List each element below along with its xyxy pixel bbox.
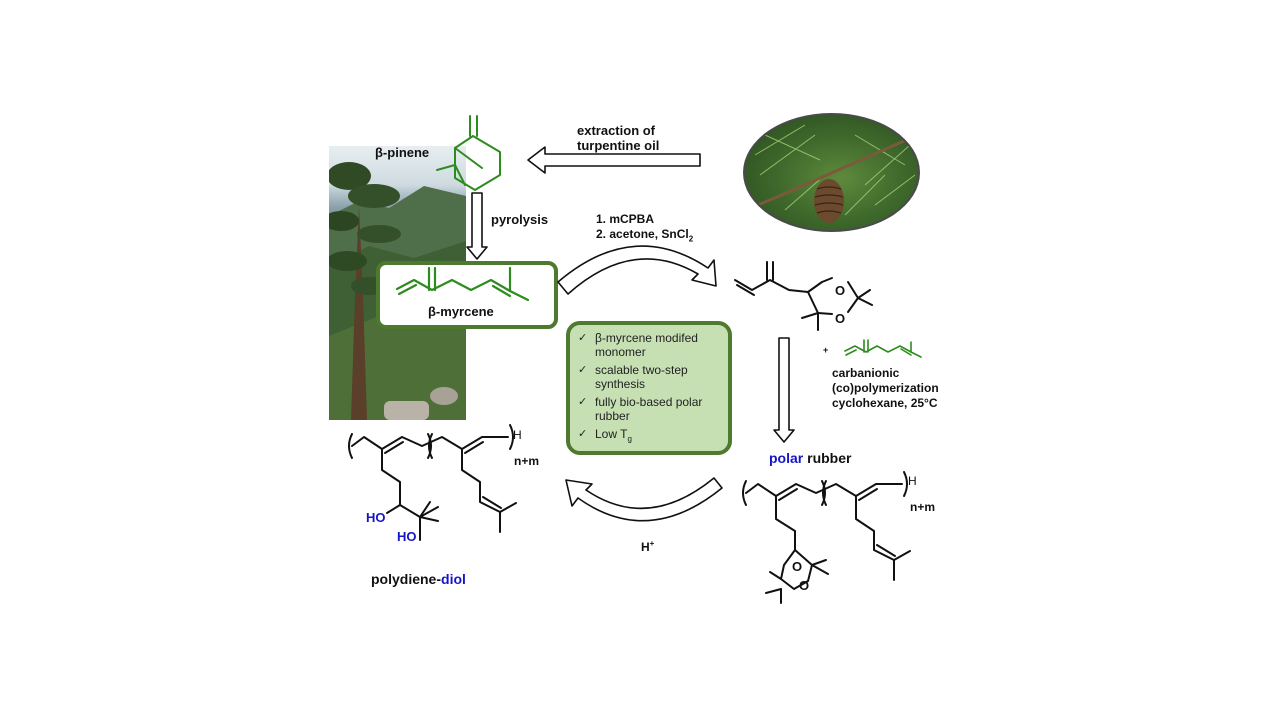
feature-item: ✓scalable two-step synthesis xyxy=(578,363,688,391)
chain-end-label: H xyxy=(513,428,522,442)
extraction-label-line1: extraction of xyxy=(577,123,656,138)
check-icon: ✓ xyxy=(578,332,588,344)
myrcene-comonomer-structure xyxy=(844,339,922,358)
check-icon: ✓ xyxy=(578,364,588,376)
features-box: ✓β-myrcene modifed monomer ✓scalable two… xyxy=(566,321,732,455)
beta-myrcene-structure xyxy=(395,266,530,302)
feature-item: ✓fully bio-based polar rubber xyxy=(578,395,703,423)
repeat-index-label: n+m xyxy=(910,500,936,514)
curved-arrow-top xyxy=(557,245,717,295)
oxygen-label: O xyxy=(792,559,803,574)
pyrolysis-arrow xyxy=(466,192,488,260)
beta-pinene-structure xyxy=(436,115,501,191)
oxygen-label: O xyxy=(835,283,846,298)
polydiene-diol-structure xyxy=(348,424,517,541)
check-icon: ✓ xyxy=(578,428,588,440)
curved-arrow-bottom xyxy=(565,477,723,522)
extraction-arrow xyxy=(527,146,701,174)
chain-end-label: H xyxy=(908,474,917,488)
hydroxyl-label: HO xyxy=(397,529,417,544)
oxygen-label: O xyxy=(799,578,810,593)
beta-pinene-label: β-pinene xyxy=(375,145,430,160)
plus-sign: + xyxy=(823,345,829,355)
polymerization-label-line1: carbanionic xyxy=(832,366,900,380)
polar-rubber-structure xyxy=(742,471,911,604)
polydiene-diol-label: polydiene-diol xyxy=(371,571,466,587)
hydroxyl-label: HO xyxy=(366,510,386,525)
polymerization-label-line2: (co)polymerization xyxy=(832,381,939,395)
step2-label: 2. acetone, SnCl2 xyxy=(596,227,694,244)
polar-rubber-label: polar rubber xyxy=(769,450,852,466)
feature-item: ✓Low Tg xyxy=(578,427,632,444)
repeat-index-label: n+m xyxy=(514,454,540,468)
pyrolysis-label: pyrolysis xyxy=(491,212,549,227)
acid-label: H+ xyxy=(641,539,655,554)
feature-item: ✓β-myrcene modifed monomer xyxy=(578,331,698,359)
check-icon: ✓ xyxy=(578,396,588,408)
beta-myrcene-box xyxy=(376,261,558,329)
beta-myrcene-label: β-myrcene xyxy=(428,304,494,319)
oxygen-label: O xyxy=(835,311,846,326)
polymerization-label-line3: cyclohexane, 25°C xyxy=(832,396,938,410)
step1-label: 1. mCPBA xyxy=(596,212,655,226)
pine-cone-photo xyxy=(743,113,920,232)
polymerization-arrow xyxy=(773,337,795,443)
extraction-label-line2: turpentine oil xyxy=(577,138,660,153)
modified-monomer-structure xyxy=(734,261,873,331)
